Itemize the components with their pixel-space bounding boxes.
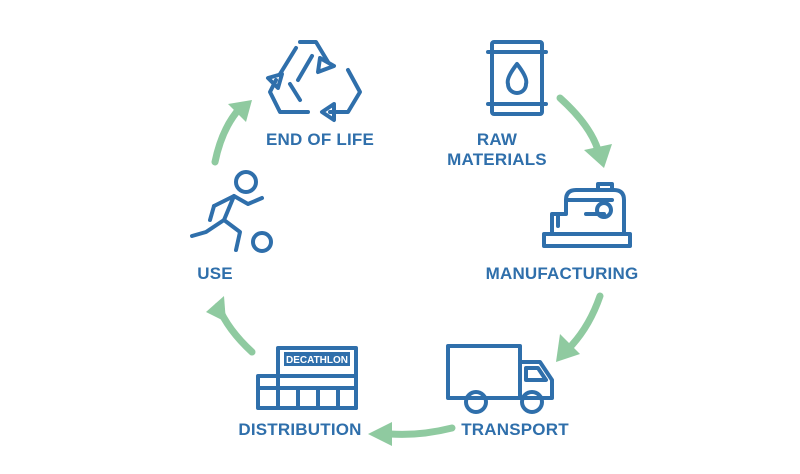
arrow-distribution-to-use [206, 296, 256, 356]
store-sign-text: DECATHLON [286, 355, 348, 366]
raw-materials-label-line1: RAW [476, 130, 518, 149]
store-icon: DECATHLON [256, 346, 358, 410]
transport-label: TRANSPORT [461, 420, 569, 439]
raw-materials-label-line2: MATERIALS [447, 150, 547, 169]
athlete-icon [190, 170, 273, 253]
oil-barrel-icon [486, 40, 548, 116]
use-label: USE [197, 264, 233, 283]
end-of-life-label: END OF LIFE [266, 130, 374, 149]
raw-materials-label: RAW MATERIALS [447, 130, 547, 170]
arrow-use-to-endoflife [211, 100, 252, 166]
distribution-label: DISTRIBUTION [238, 420, 362, 439]
arrow-transport-to-distribution [368, 422, 456, 446]
arrow-raw-to-manufacturing [556, 94, 612, 168]
sewing-machine-icon [542, 182, 632, 248]
truck-icon [446, 344, 554, 414]
store-sign-box [284, 352, 350, 366]
manufacturing-label: MANUFACTURING [485, 264, 639, 283]
arrow-manufacturing-to-transport [556, 292, 604, 362]
recycle-icon [266, 40, 362, 122]
